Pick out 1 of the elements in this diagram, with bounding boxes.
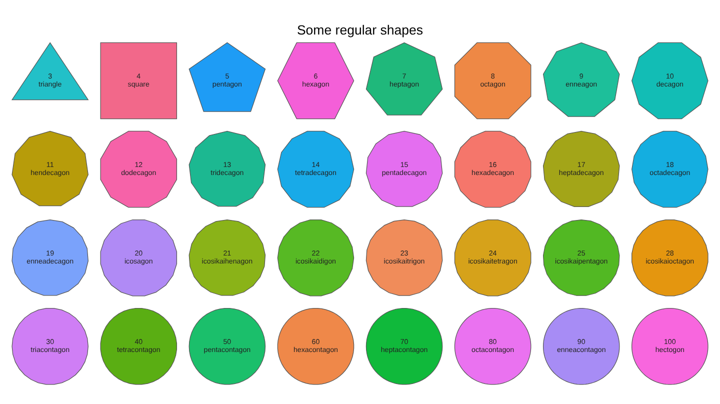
diagram-title: Some regular shapes bbox=[296, 22, 424, 38]
